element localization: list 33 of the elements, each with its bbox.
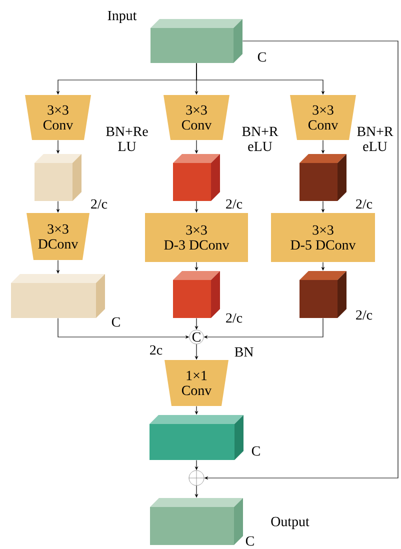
feature-map-cube [11,274,105,318]
channel-label: 2/c [226,199,242,209]
feature-map-cube [300,271,346,318]
input-label: Input [108,10,137,24]
conv-block: 3×3 D-3 DConv [145,213,248,262]
activation-label: BN+R eLU [357,126,394,152]
channel-label: 2/c [226,313,242,323]
feature-map-cube [300,154,346,201]
feature-map-cube [150,415,244,460]
sum-symbol [188,470,204,486]
channel-label: 2c [150,345,162,355]
activation-label: BN+Re LU [106,126,148,152]
feature-map-cube [173,154,220,201]
feature-map-cube [150,19,242,63]
activation-label: BN+R eLU [242,126,278,152]
activation-label: BN [234,347,254,357]
channel-label: C [246,536,254,546]
feature-map-cube [173,271,220,318]
feature-map-cube [150,498,243,545]
channel-label: 2/c [356,199,372,209]
channel-label: 2/c [356,310,372,320]
conv-block: 3×3 D-5 DConv [271,213,375,262]
channel-label: 2/c [91,199,108,209]
output-label: Output [271,516,310,530]
channel-label: C [112,317,120,327]
channel-label: C [252,446,260,456]
feature-map-cube [34,154,82,201]
conv-block: 3×3 DConv [26,213,90,260]
channel-label: C [258,52,266,62]
conv-block: 3×3 Conv [25,95,91,140]
conv-block: 3×3 Conv [290,95,356,140]
conv-block: 1×1 Conv [164,360,228,406]
conv-block: 3×3 Conv [164,95,230,140]
